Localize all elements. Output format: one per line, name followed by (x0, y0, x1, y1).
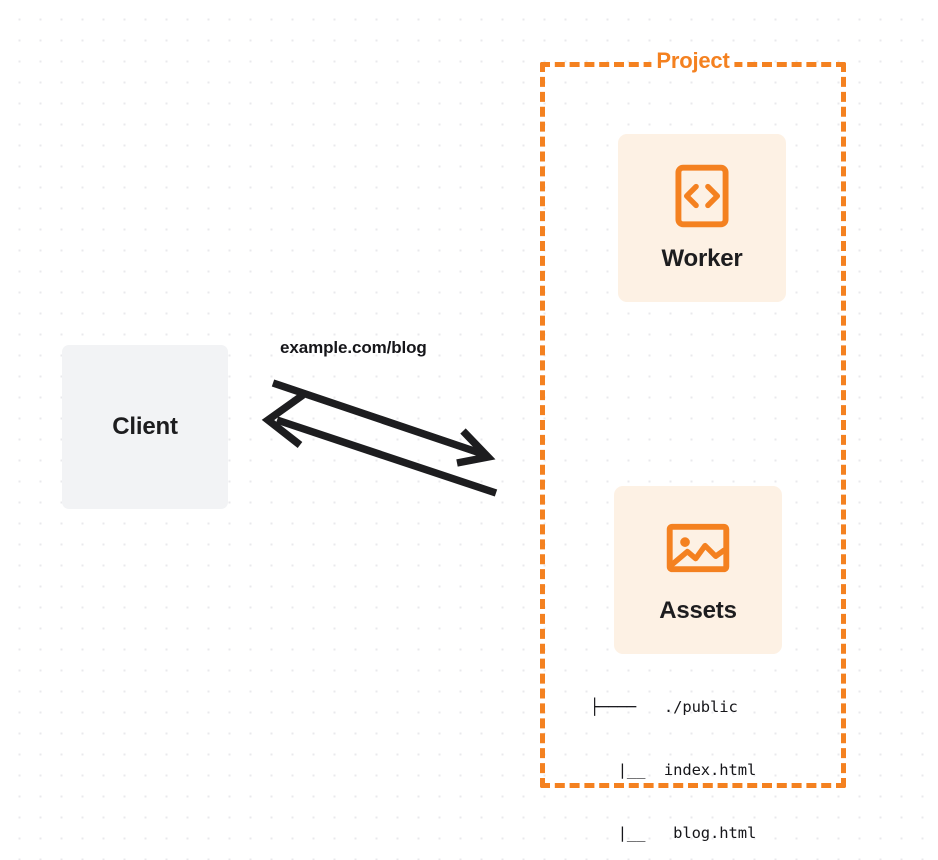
file-tree-row: ├──── ./public (590, 697, 756, 718)
image-icon (666, 523, 730, 573)
assets-label: Assets (659, 597, 737, 624)
asset-file-tree: ├──── ./public |__ index.html |__ blog.h… (590, 655, 756, 860)
file-tree-branch: |__ (590, 824, 646, 842)
response-arrow (261, 391, 498, 497)
file-tree-name: blog.html (645, 824, 757, 842)
file-tree-row: |__ blog.html (590, 823, 757, 844)
client-label: Client (112, 413, 178, 440)
client-node[interactable]: Client (62, 345, 228, 509)
code-brackets-icon (675, 164, 729, 228)
file-tree-branch: |__ (590, 761, 646, 779)
project-group: Project Worker Assets ├──── ./public |__… (540, 48, 846, 842)
connection-label: example.com/blog (280, 338, 427, 357)
project-title: Project (651, 48, 735, 75)
worker-label: Worker (661, 245, 743, 272)
file-tree-name: ./public (636, 698, 738, 716)
file-tree-branch: ├──── (590, 698, 637, 716)
file-tree-row: |__ index.html (590, 760, 757, 781)
request-arrow (271, 379, 496, 467)
assets-node[interactable]: Assets (614, 486, 782, 654)
worker-node[interactable]: Worker (618, 134, 786, 302)
file-tree-name: index.html (645, 761, 757, 779)
connection-arrows (261, 379, 498, 497)
